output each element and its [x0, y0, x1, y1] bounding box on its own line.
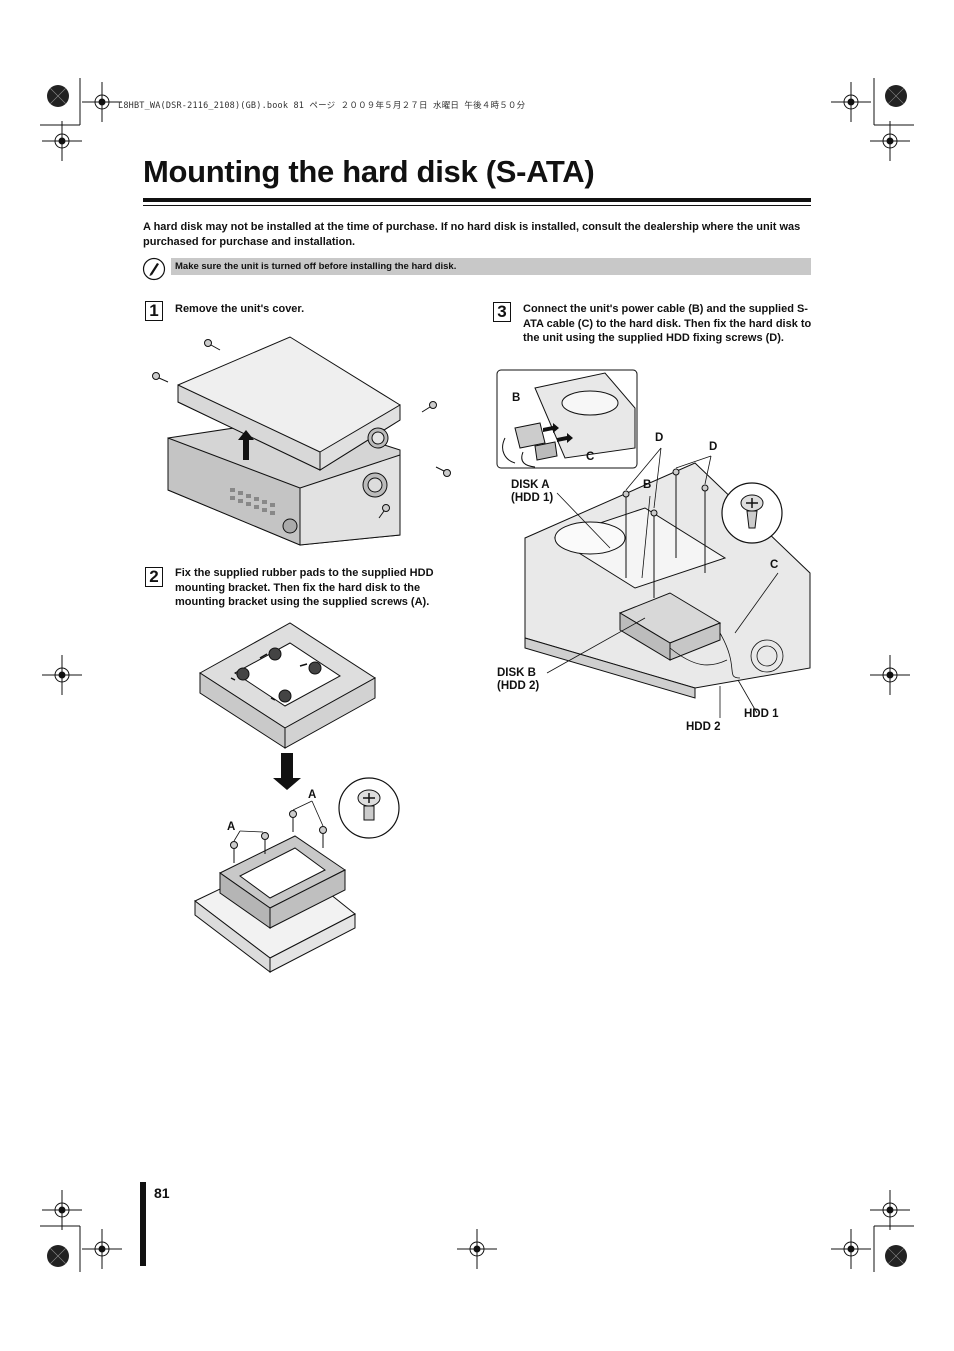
step-2-number: 2 [145, 567, 163, 587]
page-title: Mounting the hard disk (S-ATA) [143, 154, 595, 189]
title-rule-thin [143, 205, 811, 206]
file-info-header: L8HBT_WA(DSR-2116_2108)(GB).book 81 ページ … [118, 101, 526, 111]
label-hdd1: HDD 1 [744, 708, 779, 720]
screw-a-label-2: A [227, 821, 236, 833]
label-disk-a: DISK A (HDD 1) [511, 479, 554, 504]
page-number-bar [140, 1182, 146, 1266]
step-1-text: Remove the unit's cover. [175, 303, 305, 315]
label-d-left: D [655, 432, 664, 444]
figure-connect-cables [496, 369, 811, 718]
label-hdd2: HDD 2 [686, 721, 721, 733]
title-rule [143, 198, 811, 202]
intro-text: A hard disk may not be installed at the … [143, 221, 801, 248]
inset-label-b: B [512, 392, 521, 404]
figure-remove-cover [152, 336, 451, 546]
label-d-right: D [709, 441, 718, 453]
step-3-text: Connect the unit's power cable (B) and t… [523, 303, 812, 344]
step-2-text: Fix the supplied rubber pads to the supp… [175, 567, 434, 608]
step-1-number: 1 [145, 301, 163, 321]
page-number: 81 [154, 1185, 170, 1201]
step-3-number: 3 [493, 302, 511, 322]
label-b-main: B [643, 479, 652, 491]
note-bar: Make sure the unit is turned off before … [171, 258, 811, 275]
figure-mounting-bracket [194, 622, 400, 974]
note-pen-icon [142, 257, 166, 281]
label-c-main: C [770, 559, 779, 571]
inset-label-c: C [586, 451, 595, 463]
screw-a-label-1: A [308, 789, 317, 801]
label-disk-b: DISK B (HDD 2) [497, 667, 540, 692]
